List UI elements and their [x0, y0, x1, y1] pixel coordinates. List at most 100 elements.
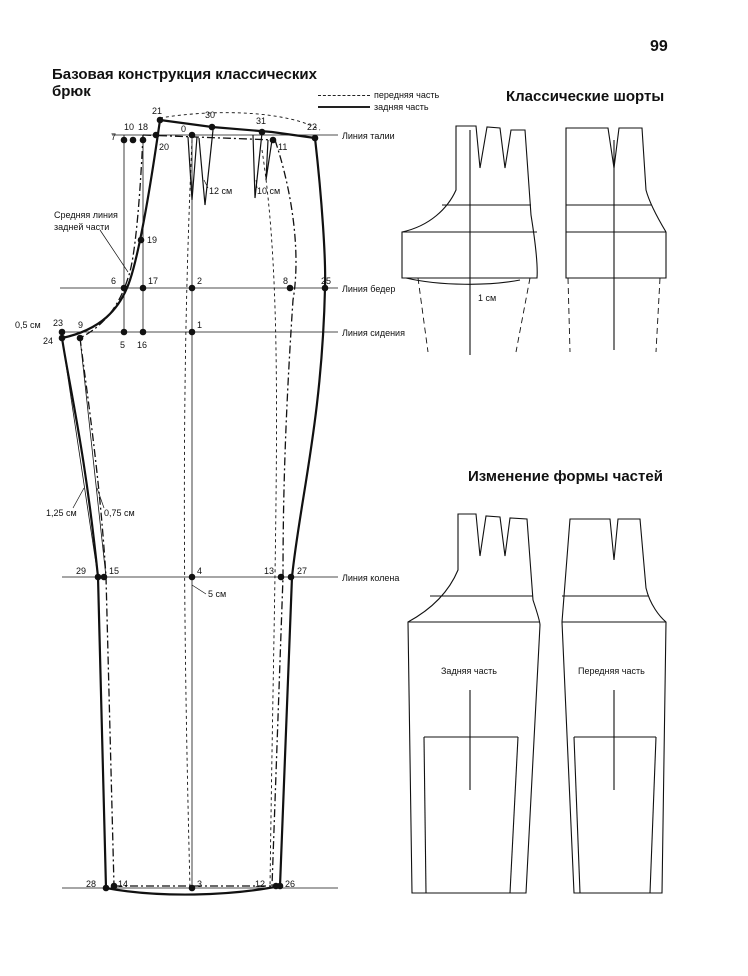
- shorts-front: [565, 127, 667, 350]
- inseam-guide-2: [79, 337, 107, 578]
- dashed-guides: [159, 112, 321, 889]
- label-hip-line: Линия бедер: [342, 284, 395, 294]
- main-title-line2: брюк: [52, 83, 91, 100]
- annotation-dart-12: 12 см: [209, 186, 232, 196]
- shorts-back: [401, 125, 538, 355]
- label-15: 15: [109, 566, 119, 576]
- point-23: [58, 328, 66, 336]
- label-25: 25: [321, 276, 331, 286]
- label-9: 9: [78, 320, 83, 330]
- dashed-center-guide: [183, 139, 193, 889]
- annotation-0-75: 0,75 см: [104, 508, 135, 518]
- back-dart-12: [198, 129, 214, 206]
- point-20: [152, 131, 160, 139]
- construction-lines: [60, 134, 338, 889]
- label-22: 22: [307, 122, 317, 132]
- annotations: Средняя линия задней части 12 см 10 см 0…: [15, 186, 496, 599]
- label-16: 16: [137, 340, 147, 350]
- back-waist: [159, 118, 316, 140]
- shorts-back-leg-left: [417, 277, 429, 353]
- label-28: 28: [86, 879, 96, 889]
- shorts-front-leg-left: [567, 277, 571, 353]
- shorts-back-leg-right: [515, 277, 531, 353]
- label-17: 17: [148, 276, 158, 286]
- label-0: 0: [181, 124, 186, 134]
- back-dart-10: [252, 132, 263, 199]
- back-piece-outline: [60, 118, 327, 896]
- back-center-seam: [61, 119, 162, 340]
- label-19: 19: [147, 235, 157, 245]
- point-27: [287, 573, 295, 581]
- legend-front-swatch: [318, 94, 370, 96]
- shorts-back-legs: [417, 277, 531, 353]
- point-1: [188, 328, 196, 336]
- leader-0-75: [96, 487, 105, 509]
- shorts-back-outline: [401, 125, 538, 279]
- point-29: [94, 573, 102, 581]
- page-number: 99: [650, 38, 668, 55]
- point-8: [286, 284, 294, 292]
- back-hem: [105, 884, 281, 896]
- legend-front: передняя часть: [318, 89, 439, 101]
- annotation-leaders: [72, 179, 258, 595]
- dashed-side-guide: [261, 149, 277, 889]
- legend: передняя часть задняя часть: [318, 89, 439, 113]
- front-dart: [187, 136, 198, 201]
- leader-5: [191, 584, 207, 595]
- change-front: [561, 518, 667, 894]
- point-0: [188, 131, 196, 139]
- point-28: [102, 884, 110, 892]
- point-10: [129, 136, 137, 144]
- annotation-dart-10: 10 см: [257, 186, 280, 196]
- annotation-5: 5 см: [208, 589, 226, 599]
- change-back: [407, 513, 541, 894]
- front-inseam: [79, 337, 115, 887]
- point-9: [76, 334, 84, 342]
- label-seat-line: Линия сидения: [342, 328, 405, 338]
- main-title: Базовая конструкция классических брюк: [52, 66, 352, 100]
- legend-front-label: передняя часть: [374, 90, 440, 100]
- label-20: 20: [159, 142, 169, 152]
- front-center-seam: [79, 134, 144, 339]
- label-14: 14: [118, 879, 128, 889]
- shorts-front-legs: [567, 277, 661, 353]
- point-labels: 0 1 2 3 4 5 6 7 8 9 10 11 12 13 14 15 16…: [43, 106, 331, 889]
- point-15: [100, 573, 108, 581]
- back-side-seam: [278, 137, 327, 887]
- change-back-shape-left: [423, 736, 427, 894]
- label-4: 4: [197, 566, 202, 576]
- annotation-1: 1 см: [478, 293, 496, 303]
- label-27: 27: [297, 566, 307, 576]
- point-26: [276, 882, 284, 890]
- legend-back: задняя часть: [318, 101, 439, 113]
- point-3: [188, 884, 196, 892]
- label-10: 10: [124, 122, 134, 132]
- main-title-line1: Базовая конструкция классических: [52, 66, 317, 83]
- change-back-outline: [407, 513, 541, 894]
- label-8: 8: [283, 276, 288, 286]
- label-5: 5: [120, 340, 125, 350]
- point-25: [321, 284, 329, 292]
- label-11: 11: [278, 142, 287, 152]
- piece-labels: Задняя часть Передняя часть: [441, 666, 645, 676]
- point-21: [156, 116, 164, 124]
- front-piece-outline: [79, 134, 297, 887]
- point-11: [269, 136, 277, 144]
- front-waist: [142, 134, 276, 141]
- legend-back-swatch: [318, 106, 370, 108]
- label-31: 31: [256, 116, 266, 126]
- shorts-front-leg-right: [655, 277, 661, 353]
- line-labels: Линия талии Линия бедер Линия сидения Ли…: [342, 131, 405, 583]
- shorts-back-hem: [405, 277, 521, 285]
- label-6: 6: [111, 276, 116, 286]
- point-19: [137, 236, 145, 244]
- label-back-piece: Задняя часть: [441, 666, 497, 676]
- dashed-waist-curve: [159, 112, 321, 131]
- construction-points: [58, 116, 329, 892]
- point-7: [120, 136, 128, 144]
- point-17: [139, 284, 147, 292]
- label-29: 29: [76, 566, 86, 576]
- leader-back-middle: [99, 229, 129, 273]
- label-1: 1: [197, 320, 202, 330]
- label-23: 23: [53, 318, 63, 328]
